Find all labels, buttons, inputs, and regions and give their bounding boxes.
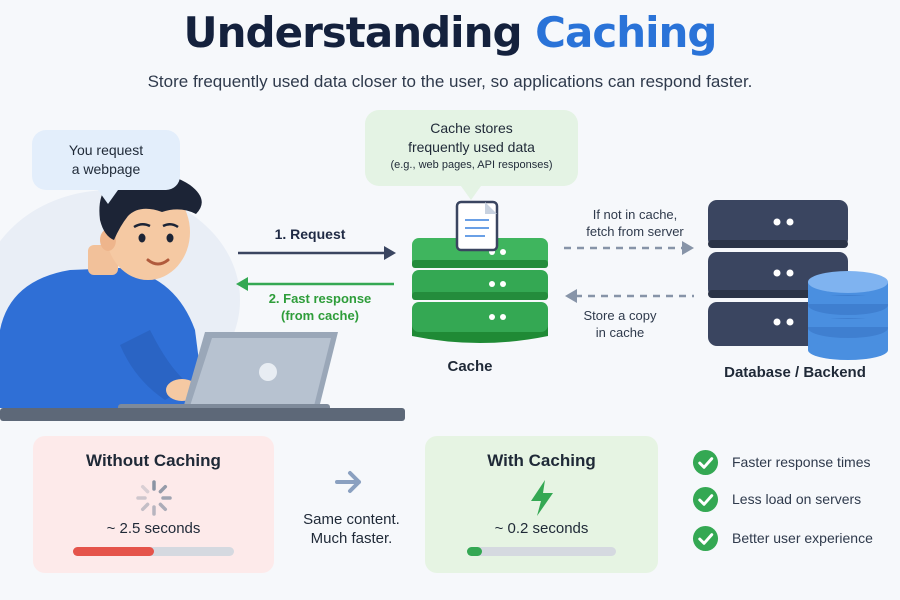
- fast-response-line2: (from cache): [280, 308, 360, 323]
- database-icon: [808, 271, 888, 360]
- same-content-line2: Much faster.: [310, 530, 393, 547]
- lightning-icon: [425, 478, 658, 523]
- title-accent: Caching: [535, 8, 717, 57]
- user-bubble-line2: a webpage: [71, 161, 141, 177]
- benefit-label: Faster response times: [732, 454, 871, 470]
- with-caching-progress-track: [467, 547, 616, 556]
- fast-response-label: 2. Fast response (from cache): [255, 290, 385, 324]
- check-circle-icon: [692, 525, 719, 551]
- document-icon: [455, 200, 499, 252]
- benefit-item: Better user experience: [692, 523, 897, 553]
- user-speech-bubble: You request a webpage: [32, 130, 180, 204]
- cache-speech-bubble: Cache stores frequently used data (e.g.,…: [365, 110, 578, 200]
- without-caching-card: Without Caching ~ 2.5 seconds: [33, 436, 274, 573]
- check-circle-icon: [692, 449, 719, 475]
- not-in-cache-line2: fetch from server: [586, 224, 684, 239]
- arrow-right-icon: [335, 471, 361, 493]
- page-title: Understanding Caching: [0, 8, 900, 57]
- benefit-item: Faster response times: [692, 447, 897, 477]
- request-label: 1. Request: [274, 226, 346, 242]
- without-caching-title: Without Caching: [86, 451, 221, 470]
- benefit-label: Better user experience: [732, 530, 873, 546]
- cache-bubble-line1: Cache stores: [430, 120, 513, 136]
- cache-server-icon: [412, 238, 548, 343]
- benefit-item: Less load on servers: [692, 484, 897, 514]
- title-main: Understanding: [183, 8, 536, 57]
- with-caching-card: With Caching ~ 0.2 seconds: [425, 436, 658, 573]
- user-bubble-line1: You request: [68, 142, 144, 158]
- loading-spinner-icon: [33, 478, 274, 523]
- page-subtitle: Store frequently used data closer to the…: [147, 72, 753, 91]
- store-copy-label: Store a copy in cache: [565, 307, 675, 341]
- user-person-icon: [0, 173, 205, 408]
- same-content-line1: Same content.: [303, 511, 400, 528]
- without-caching-time: ~ 2.5 seconds: [106, 520, 201, 537]
- without-caching-progress-track: [73, 547, 234, 556]
- with-caching-progress-fill: [467, 547, 482, 556]
- desk: [0, 408, 405, 421]
- store-copy-line2: in cache: [595, 325, 645, 340]
- database-label: Database / Backend: [724, 364, 866, 381]
- benefit-label: Less load on servers: [732, 491, 862, 507]
- cache-bubble-line3: (e.g., web pages, API responses): [390, 159, 553, 171]
- with-caching-title: With Caching: [487, 451, 596, 470]
- laptop-icon: [118, 332, 338, 412]
- check-circle-icon: [692, 486, 719, 512]
- same-content-note: Same content. Much faster.: [289, 510, 414, 548]
- cache-bubble-line2: frequently used data: [408, 139, 535, 155]
- store-copy-line1: Store a copy: [583, 308, 657, 323]
- cache-label: Cache: [447, 358, 493, 375]
- not-in-cache-line1: If not in cache,: [592, 207, 678, 222]
- without-caching-progress-fill: [73, 547, 154, 556]
- not-in-cache-label: If not in cache, fetch from server: [565, 206, 705, 240]
- with-caching-time: ~ 0.2 seconds: [494, 520, 589, 537]
- fast-response-line1: 2. Fast response: [268, 291, 372, 306]
